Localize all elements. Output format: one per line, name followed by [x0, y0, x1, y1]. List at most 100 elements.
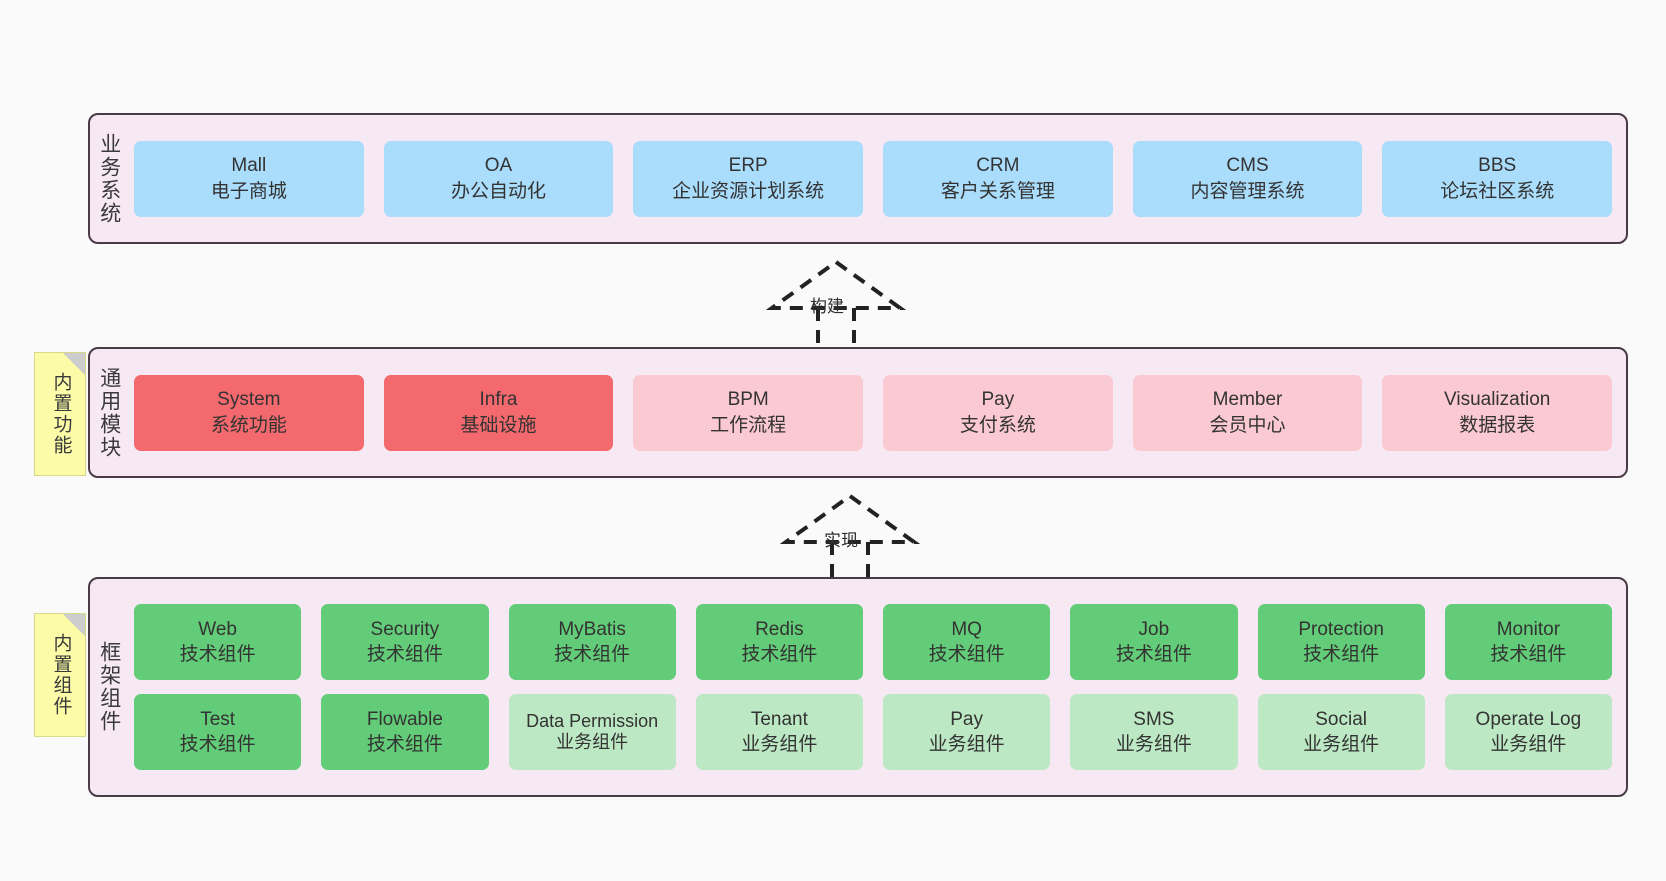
- node-system[interactable]: System 系统功能: [134, 374, 364, 451]
- node-title: Pay: [950, 708, 983, 730]
- node-row: System 系统功能 Infra 基础设施 BPM 工作流程 Pay 支付系统…: [134, 374, 1613, 451]
- node-subtitle: 论坛社区系统: [1440, 180, 1555, 202]
- node-subtitle: 业务组件: [1303, 734, 1380, 755]
- node-subtitle: 业务组件: [1490, 734, 1567, 755]
- node-subtitle: 技术组件: [366, 644, 443, 665]
- node-subtitle: 会员中心: [1209, 414, 1286, 436]
- node-protection[interactable]: Protection 技术组件: [1257, 604, 1425, 680]
- node-row: Web 技术组件 Security 技术组件 MyBatis 技术组件 Redi…: [134, 604, 1612, 680]
- node-bpm[interactable]: BPM 工作流程: [633, 374, 864, 451]
- node-infra[interactable]: Infra 基础设施: [383, 374, 614, 451]
- node-row: Test 技术组件 Flowable 技术组件 Data Permission …: [134, 694, 1612, 770]
- folded-corner-icon: [63, 353, 85, 375]
- node-title: Data Permission: [526, 710, 659, 731]
- node-subtitle: 工作流程: [710, 414, 787, 436]
- node-subtitle: 电子商城: [210, 180, 287, 202]
- layer-body-framework-components: Web 技术组件 Security 技术组件 MyBatis 技术组件 Redi…: [128, 579, 1626, 795]
- layer-common-modules: 通用模块 System 系统功能 Infra 基础设施 BPM 工作流程 Pay…: [88, 347, 1628, 478]
- node-title: Operate Log: [1475, 708, 1582, 730]
- node-title: Member: [1212, 389, 1283, 411]
- node-title: Social: [1315, 708, 1367, 730]
- node-row: Mall 电子商城 OA 办公自动化 ERP 企业资源计划系统 CRM 客户关系…: [134, 140, 1613, 217]
- node-data-permission[interactable]: Data Permission 业务组件: [508, 694, 676, 770]
- node-subtitle: 技术组件: [366, 734, 443, 755]
- node-subtitle: 支付系统: [959, 414, 1036, 436]
- connector-implement: 实现: [770, 492, 930, 584]
- generalization-arrow-icon: [765, 259, 907, 350]
- node-pay[interactable]: Pay 支付系统: [883, 374, 1113, 451]
- node-subtitle: 系统功能: [210, 414, 287, 436]
- connector-build-label: 构建: [810, 297, 844, 316]
- node-web[interactable]: Web 技术组件: [134, 604, 302, 680]
- node-subtitle: 技术组件: [179, 644, 256, 665]
- layer-title-business-systems: 业务系统: [97, 132, 121, 225]
- node-flowable[interactable]: Flowable 技术组件: [321, 694, 489, 770]
- node-subtitle: 技术组件: [1490, 644, 1567, 665]
- node-mq[interactable]: MQ 技术组件: [883, 604, 1051, 680]
- node-subtitle: 内容管理系统: [1190, 180, 1305, 202]
- node-title: CMS: [1226, 155, 1269, 177]
- node-subtitle: 基础设施: [460, 414, 537, 436]
- node-bbs[interactable]: BBS 论坛社区系统: [1382, 140, 1613, 217]
- node-subtitle: 技术组件: [1115, 644, 1192, 665]
- node-title: Visualization: [1444, 389, 1551, 411]
- node-title: Web: [198, 618, 237, 640]
- sticky-note-builtin-components: 内置组件: [34, 613, 86, 737]
- node-subtitle: 技术组件: [741, 644, 818, 665]
- node-title: Flowable: [366, 708, 443, 730]
- node-subtitle: 客户关系管理: [940, 180, 1055, 202]
- node-mall[interactable]: Mall 电子商城: [134, 140, 364, 217]
- layer-title-common-modules: 通用模块: [97, 366, 121, 459]
- node-title: BPM: [727, 389, 769, 411]
- sticky-note-label: 内置功能: [50, 372, 72, 456]
- node-title: Security: [370, 618, 440, 640]
- node-title: Test: [200, 708, 236, 730]
- layer-business-systems: 业务系统 Mall 电子商城 OA 办公自动化 ERP 企业资源计划系统 CRM…: [88, 113, 1628, 244]
- layer-framework-components: 框架组件 Web 技术组件 Security 技术组件 MyBatis 技术组件…: [88, 577, 1628, 797]
- node-subtitle: 业务组件: [556, 732, 629, 752]
- node-subtitle: 办公自动化: [451, 180, 547, 202]
- node-title: OA: [484, 155, 513, 177]
- node-subtitle: 数据报表: [1459, 414, 1536, 436]
- node-visualization[interactable]: Visualization 数据报表: [1382, 374, 1613, 451]
- node-redis[interactable]: Redis 技术组件: [695, 604, 863, 680]
- layer-body-common-modules: System 系统功能 Infra 基础设施 BPM 工作流程 Pay 支付系统…: [128, 349, 1626, 476]
- node-title: Protection: [1298, 618, 1384, 640]
- node-social[interactable]: Social 业务组件: [1257, 694, 1425, 770]
- node-cms[interactable]: CMS 内容管理系统: [1132, 140, 1363, 217]
- node-subtitle: 企业资源计划系统: [672, 180, 825, 202]
- node-title: Job: [1138, 618, 1170, 640]
- sticky-note-label: 内置组件: [50, 633, 72, 717]
- node-subtitle: 技术组件: [179, 734, 256, 755]
- node-sms[interactable]: SMS 业务组件: [1070, 694, 1238, 770]
- node-test[interactable]: Test 技术组件: [134, 694, 302, 770]
- node-title: Mall: [231, 155, 267, 177]
- node-member[interactable]: Member 会员中心: [1132, 374, 1363, 451]
- node-monitor[interactable]: Monitor 技术组件: [1444, 604, 1612, 680]
- node-oa[interactable]: OA 办公自动化: [383, 140, 614, 217]
- node-erp[interactable]: ERP 企业资源计划系统: [633, 140, 864, 217]
- folded-corner-icon: [63, 614, 85, 636]
- node-title: Pay: [981, 389, 1015, 411]
- node-subtitle: 技术组件: [928, 644, 1005, 665]
- node-title: Monitor: [1496, 618, 1561, 640]
- node-crm[interactable]: CRM 客户关系管理: [883, 140, 1113, 217]
- node-title: SMS: [1133, 708, 1175, 730]
- node-title: MyBatis: [558, 618, 626, 640]
- node-mybatis[interactable]: MyBatis 技术组件: [508, 604, 676, 680]
- node-subtitle: 业务组件: [741, 734, 818, 755]
- node-security[interactable]: Security 技术组件: [321, 604, 489, 680]
- node-subtitle: 技术组件: [554, 644, 631, 665]
- sticky-note-builtin-features: 内置功能: [34, 352, 86, 476]
- node-title: Tenant: [750, 708, 808, 730]
- layer-title-framework-components: 框架组件: [97, 641, 121, 733]
- node-tenant[interactable]: Tenant 业务组件: [695, 694, 863, 770]
- node-subtitle: 业务组件: [928, 734, 1005, 755]
- layer-body-business-systems: Mall 电子商城 OA 办公自动化 ERP 企业资源计划系统 CRM 客户关系…: [128, 115, 1626, 242]
- node-title: MQ: [951, 618, 982, 640]
- node-operate-log[interactable]: Operate Log 业务组件: [1444, 694, 1612, 770]
- node-job[interactable]: Job 技术组件: [1070, 604, 1238, 680]
- node-pay-component[interactable]: Pay 业务组件: [883, 694, 1051, 770]
- node-title: CRM: [976, 155, 1020, 177]
